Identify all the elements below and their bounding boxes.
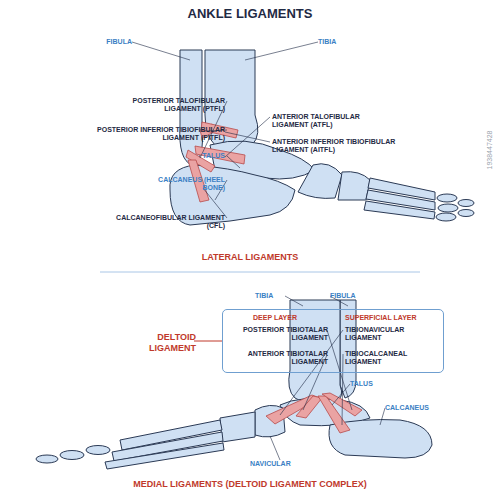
- bone-label: CALCANEUS: [385, 404, 445, 412]
- ligament-label: POSTERIOR TIBIOTALAR LIGAMENT: [226, 326, 328, 342]
- navicular-bone: [298, 164, 342, 199]
- toe-bone: [438, 204, 458, 212]
- ligament-label: TIBIOCALCANEAL LIGAMENT: [345, 350, 440, 366]
- stock-id: 1938447428: [486, 100, 494, 200]
- leader-line: [327, 330, 352, 410]
- bone-label: FIBULA: [330, 292, 370, 300]
- diagram-title: ANKLE LIGAMENTS: [0, 6, 500, 21]
- bracket-line: [194, 341, 222, 342]
- toe-bone: [436, 213, 456, 221]
- leader-line: [225, 132, 270, 142]
- leader-line: [380, 408, 385, 425]
- toe-bone: [458, 210, 474, 217]
- bone-label: FIBULA: [100, 38, 132, 46]
- leader-line: [203, 188, 227, 218]
- leader-line: [245, 42, 318, 60]
- section-heading: LATERAL LIGAMENTS: [180, 252, 320, 263]
- ligament-label: POSTERIOR INFERIOR TIBIOFIBULAR LIGAMENT…: [85, 126, 225, 142]
- group-heading: DELTOID LIGAMENT: [128, 332, 196, 354]
- ligament-band: [296, 396, 322, 418]
- layer-heading: SUPERFICIAL LAYER: [345, 314, 440, 322]
- deltoid-ligaments: [266, 393, 362, 433]
- divider-line: [100, 272, 420, 273]
- leader-line: [225, 117, 270, 157]
- cuneiform-bone: [220, 412, 255, 442]
- bone-label: NAVICULAR: [250, 460, 310, 468]
- ligament-label: ANTERIOR INFERIOR TIBIOFIBULAR LIGAMENT …: [272, 138, 397, 154]
- toe-bone: [36, 455, 58, 463]
- ligament-label: TIBIONAVICULAR LIGAMENT: [345, 326, 440, 342]
- medial-bones: [36, 300, 432, 469]
- group-box: DELTOID LIGAMENTDEEP LAYERPOSTERIOR TIBI…: [222, 309, 444, 373]
- bone-label: CALCANEUS (HEEL BONE): [140, 176, 225, 192]
- ligament-label: ANTERIOR TALOFIBULAR LIGAMENT (ATFL): [272, 113, 392, 129]
- bone-label: TIBIA: [318, 38, 358, 46]
- toe-bone: [458, 200, 474, 207]
- leader-line: [227, 156, 240, 168]
- ligament-label: ANTERIOR TIBIOTALAR LIGAMENT: [226, 350, 328, 366]
- leader-line: [285, 296, 303, 306]
- section-heading: MEDIAL LIGAMENTS (DELTOID LIGAMENT COMPL…: [110, 479, 390, 490]
- layer-heading: DEEP LAYER: [253, 314, 333, 322]
- toe-bone: [86, 446, 110, 455]
- bone-label: TIBIA: [255, 292, 285, 300]
- toe-bone: [60, 451, 84, 460]
- leader-line: [342, 354, 343, 425]
- ligament-label: POSTERIOR TALOFIBULAR LIGAMENT (PTFL): [95, 97, 225, 113]
- bone-label: TALUS: [150, 152, 225, 160]
- leader-line: [132, 42, 190, 60]
- metatarsal-bone: [364, 201, 435, 219]
- cuneiform-bone: [338, 172, 370, 200]
- metatarsal-bone: [105, 443, 224, 469]
- bone-label: TALUS: [350, 380, 390, 388]
- ligament-label: CALCANEOFIBULAR LIGAMENT (CFL): [105, 214, 225, 230]
- toe-bone: [437, 194, 457, 202]
- leader-line: [332, 384, 350, 405]
- leader-line: [270, 436, 280, 460]
